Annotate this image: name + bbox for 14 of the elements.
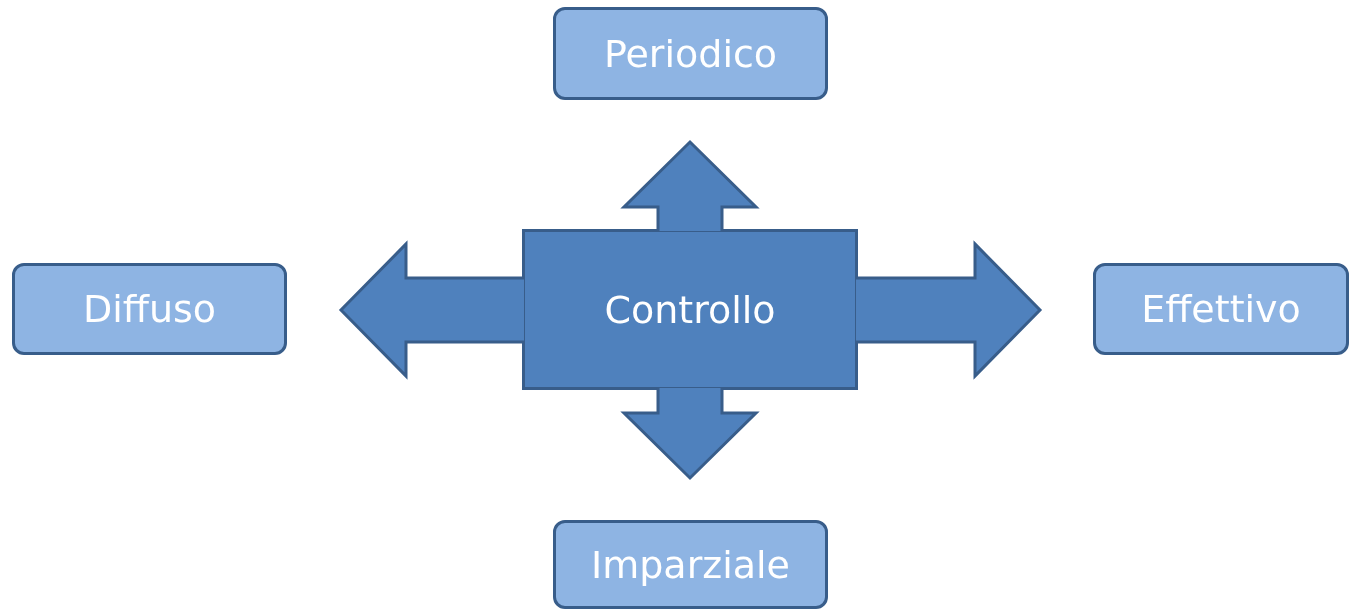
- box-label: Controllo: [604, 287, 776, 332]
- box-label: Effettivo: [1141, 287, 1301, 331]
- category-box: [553, 7, 828, 100]
- block-arrow: [620, 386, 760, 481]
- box-label: Diffuso: [82, 287, 217, 331]
- block-arrow: [854, 240, 1043, 380]
- center-box: [522, 229, 858, 390]
- block-arrow: [338, 240, 526, 380]
- box-label: Periodico: [603, 31, 778, 76]
- category-box: [12, 263, 287, 355]
- category-box: [553, 520, 828, 609]
- block-arrow: [620, 139, 760, 233]
- category-box: [1093, 263, 1349, 355]
- box-label: Imparziale: [591, 542, 790, 587]
